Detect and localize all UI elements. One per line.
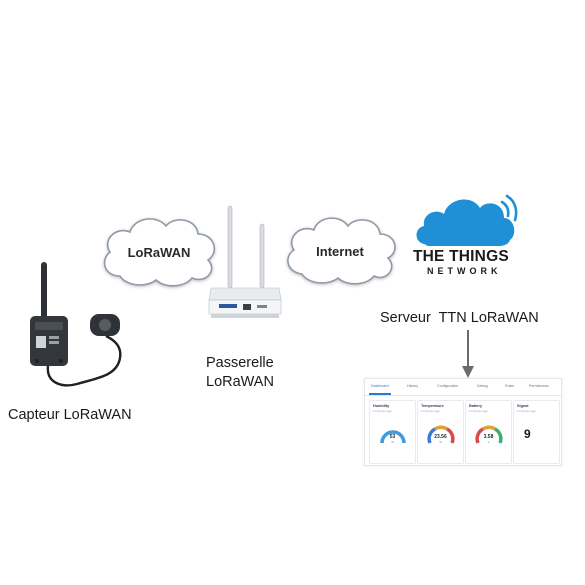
battery-card: Battery 2 minutes ago 3.58 V	[465, 400, 512, 464]
ttn-subtitle: NETWORK	[427, 266, 502, 276]
gauge-unit: V	[487, 440, 490, 444]
sensor-caption: Capteur LoRaWAN	[8, 407, 132, 423]
card-timestamp: 2 minutes ago	[469, 408, 488, 413]
gauge-value: 3.58	[483, 434, 494, 440]
tab-history[interactable]: History	[407, 384, 419, 388]
lorawan-cloud-label: LoRaWAN	[127, 245, 191, 260]
ttn-dashboard-screenshot: Dashboard History Configuration Debug Ru…	[364, 378, 562, 466]
gauge-unit: %	[391, 440, 394, 444]
tab-configuration[interactable]: Configuration	[437, 384, 459, 388]
battery-gauge	[475, 425, 503, 444]
gateway-device-image	[208, 205, 282, 318]
ttn-cloud-logo	[416, 194, 518, 246]
card-title: Battery	[469, 404, 483, 408]
gateway-caption-line1: Passerelle	[206, 355, 274, 371]
card-title: Humidity	[373, 404, 390, 408]
humidity-gauge	[380, 430, 406, 444]
card-timestamp: 2 minutes ago	[421, 408, 440, 413]
active-tab-indicator	[369, 393, 391, 395]
internet-cloud-label: Internet	[316, 244, 364, 259]
card-title: Signal	[517, 404, 529, 408]
tab-dashboard[interactable]: Dashboard	[371, 384, 389, 388]
internet-cloud	[287, 217, 396, 285]
tab-permissions[interactable]: Permissions	[529, 384, 549, 388]
temperature-card: Temperature 2 minutes ago 23.56 °C	[417, 400, 464, 464]
gauge-value: 23.56	[434, 434, 447, 440]
sensor-device-image	[30, 262, 122, 387]
lorawan-cloud	[103, 218, 216, 287]
card-timestamp: 2 minutes ago	[373, 408, 392, 413]
down-arrow-icon	[462, 330, 474, 378]
gauge-unit: °C	[438, 440, 443, 444]
gateway-caption-line2: LoRaWAN	[206, 374, 274, 390]
card-title: Temperature	[421, 404, 444, 408]
dashboard-tabs: Dashboard History Configuration Debug Ru…	[365, 379, 561, 396]
server-caption: Serveur TTN LoRaWAN	[380, 310, 539, 326]
ttn-title: THE THINGS	[413, 248, 509, 265]
gauge-value: 53	[389, 434, 396, 440]
signal-value: 9	[524, 427, 531, 441]
humidity-card: Humidity 2 minutes ago 53 %	[369, 400, 416, 464]
tab-debug[interactable]: Debug	[477, 384, 488, 388]
tab-rules[interactable]: Rules	[505, 384, 515, 388]
signal-card: Signal 2 minutes ago 9	[513, 400, 560, 464]
temperature-gauge	[427, 425, 455, 444]
card-timestamp: 2 minutes ago	[517, 408, 536, 413]
